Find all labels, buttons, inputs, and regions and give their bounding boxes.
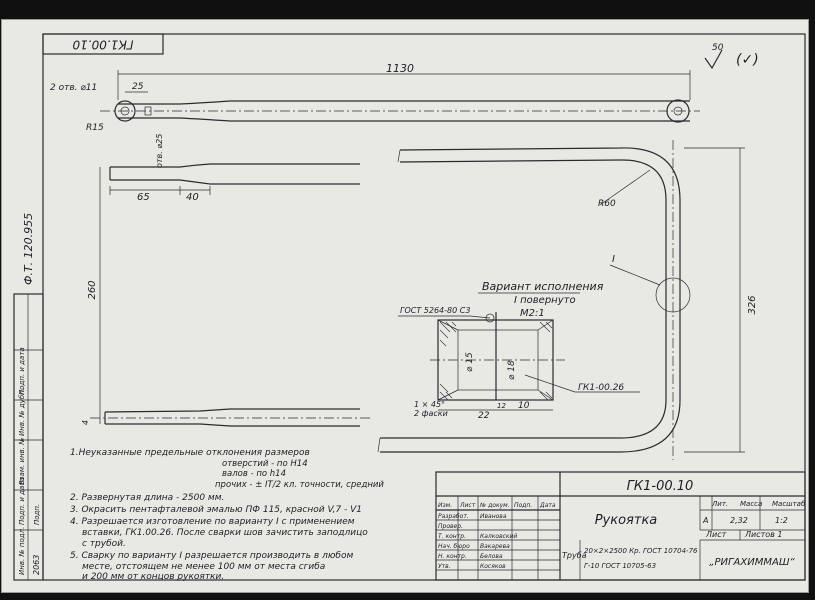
side-c4: Инв. № дубл. [18,388,26,436]
row-role-2: Провер. [438,523,463,530]
head-scale: Масштаб [772,500,806,508]
r60-label: R60 [598,199,616,209]
chamfer-2: 2 фаски [414,409,448,418]
variant-sub: I повернуто [514,295,576,306]
note-5a: 5. Сварку по варианту I разрешается прои… [70,551,353,561]
dim-260: 260 [87,280,98,299]
part-ref-leader [524,374,640,393]
material-3: Г-10 ГОСТ 10705-63 [584,562,656,570]
head-lit: Лит. [711,500,728,508]
handle-top-view [100,99,700,123]
sheet-label: Лист [705,530,727,539]
side-c3: Взам. инв. № [18,437,26,485]
doc-number: ГК1-00.10 [627,479,694,494]
note-4a: 4. Разрешается изготовление по варианту … [70,517,355,527]
row-name-6: Косяков [480,563,506,570]
side-c2: Подп. и дата [18,477,26,525]
material-1: Труба [562,551,587,560]
gost-weld: ГОСТ 5264-80 С3 [400,306,470,315]
row-role-5: Н. контр. [438,553,467,560]
title-block [435,471,806,581]
phi18-label: ⌀ 18 [507,360,517,380]
note-1c: прочих - ± IT/2 кл. точности, средний [215,480,384,490]
sheet-mark: 50 [712,43,724,53]
note-1a: отверстий - по Н14 [222,459,308,469]
handle-side-end [109,163,360,185]
dim-22: 22 [478,411,490,421]
note-5b: месте, отстоящем не менее 100 мм от мест… [82,562,325,572]
notes-block: 1.Неуказанные предельные отклонения разм… [70,448,384,582]
side-v1: 2063 [32,555,41,575]
org-name: „РИГАХИММАШ“ [709,557,795,568]
side-stamp: Ф.Т. 120.955 [22,213,35,285]
bent-handle [90,140,681,460]
detail-circle [655,277,691,313]
row-name-1: Иванова [480,513,507,520]
row-name-4: Вакарева [480,543,510,550]
head-mass: Масса [740,500,762,508]
dim-10: 10 [518,401,530,411]
scale-value: 1:2 [775,516,788,525]
note-4c: с трубой. [82,539,126,549]
variant-scale: М2:1 [520,308,545,319]
dim-1130: 1130 [386,62,414,75]
row-name-0: Лист [459,502,476,509]
row-role-3: Т. контр. [438,533,466,540]
side-v2: Подп. [33,504,41,525]
detail-callout: I [612,254,615,265]
row-name-3: Калковский [480,533,517,540]
row-date-1: Дата [539,502,556,509]
corner-code: ГК1.00.10 [72,38,133,52]
drawing-sheet [2,20,808,592]
dim-65-40-line [109,186,211,195]
material-2: 20×2×2500 Кр. ГОСТ 10704-76 [584,547,698,555]
roughness-mark: (✓) [736,52,759,68]
mass-value: 2,32 [730,516,748,525]
holes-label: 2 отв. ⌀11 [50,83,97,93]
row-role-6: Утв. [438,563,451,570]
dim-4: 4 [81,420,90,425]
signature-rows: Изм. Лист № докум. Подп. Разработ. Ивано… [438,502,556,570]
note-1: 1.Неуказанные предельные отклонения разм… [70,448,310,458]
dim-12: 12 [497,402,506,410]
sheets-label: Листов 1 [744,530,783,539]
side-c5: Подп. и дата [18,347,26,395]
row-name-5: Белова [480,553,503,560]
corner-code-box [42,33,164,55]
row-date-0: Подп. [514,502,532,509]
row-role-1: Разработ. [438,513,469,520]
detail-leader [609,264,661,286]
side-table [13,293,44,581]
note-5c: и 200 мм от концов рукоятки. [82,572,224,582]
side-c1: Инв. № подл. [18,527,26,575]
note-2: 2. Развернутая длина - 2500 мм. [70,493,224,503]
dim-65: 65 [137,192,150,203]
variant-detail [430,312,565,401]
row-role-4: Нач. бюро [438,543,470,550]
note-1b: валов - по h14 [222,469,286,479]
chamfer-1: 1 × 45° [414,400,445,409]
variant-title: Вариант исполнения [482,280,604,293]
dim-1130-line [117,70,691,100]
phi15-label: ⌀ 15 [465,352,475,372]
r60-leader [599,169,651,206]
note-4b: вставки, ГК1.00.26. После сварки шов зач… [82,528,368,538]
part-ref: ГК1-00.26 [578,383,624,393]
dim-25: 25 [132,82,144,92]
dim-326: 326 [747,295,758,314]
note-3: 3. Окрасить пентафталевой эмалью ПФ 115,… [70,505,362,515]
roughness-check-icon [704,49,723,70]
row-role-0: Изм. [438,502,452,509]
dim-326-line [684,147,745,453]
hole-dia-label: отв. ⌀25 [155,134,164,168]
dim-40: 40 [186,192,199,203]
part-name: Рукоятка [595,513,658,528]
row-sig-0: № докум. [479,502,510,509]
gost-weld-line [398,315,491,319]
lit-value: А [702,516,708,525]
r15-label: R15 [86,123,104,133]
